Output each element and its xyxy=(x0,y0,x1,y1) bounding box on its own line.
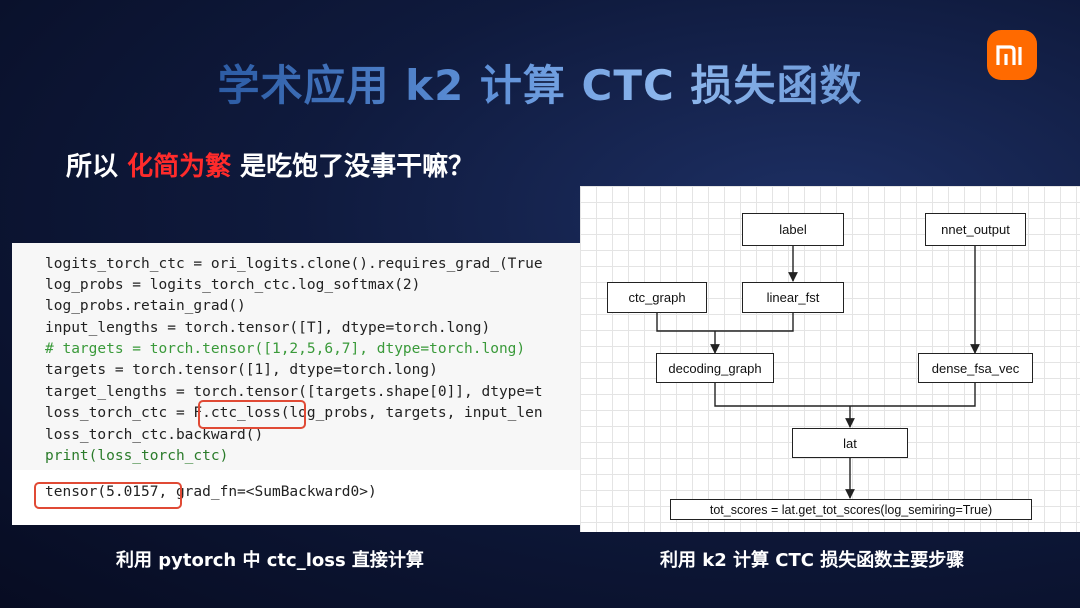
node-ctc-graph: ctc_graph xyxy=(607,282,707,313)
edge-ctc-linear-join xyxy=(656,313,794,332)
code-line: print(loss_torch_ctc) xyxy=(45,448,229,464)
node-tot-scores: tot_scores = lat.get_tot_scores(log_semi… xyxy=(670,499,1032,520)
caption-left: 利用 pytorch 中 ctc_loss 直接计算 xyxy=(116,550,424,571)
edge-decoding-dense-join xyxy=(714,383,976,407)
tensor-value-highlight-box xyxy=(34,482,182,509)
slide-title: 学术应用 k2 计算 CTC 损失函数 xyxy=(0,52,1080,113)
code-cell: logits_torch_ctc = ori_logits.clone().re… xyxy=(12,243,580,470)
slide-subtitle: 所以 化简为繁 是吃饱了没事干嘛？ xyxy=(66,146,474,183)
node-linear-fst: linear_fst xyxy=(742,282,844,313)
caption-right: 利用 k2 计算 CTC 损失函数主要步骤 xyxy=(660,550,965,571)
node-decoding-graph: decoding_graph xyxy=(656,353,774,383)
code-line: log_probs.retain_grad() xyxy=(45,298,246,314)
node-lat: lat xyxy=(792,428,908,458)
code-line: input_lengths = torch.tensor([T], dtype=… xyxy=(45,320,491,336)
code-line: log_probs = logits_torch_ctc.log_softmax… xyxy=(45,277,421,293)
code-line: targets = torch.tensor([1], dtype=torch.… xyxy=(45,362,438,378)
subtitle-prefix: 所以 xyxy=(66,152,128,182)
node-label: label xyxy=(742,213,844,246)
code-line: loss_torch_ctc = F.ctc_loss(log_probs, t… xyxy=(45,405,543,421)
code-line: logits_torch_ctc = ori_logits.clone().re… xyxy=(45,256,543,272)
code-line: loss_torch_ctc.backward() xyxy=(45,427,264,443)
subtitle-suffix: 是吃饱了没事干嘛？ xyxy=(231,152,475,182)
mi-logo-icon xyxy=(996,45,1022,65)
subtitle-highlight: 化简为繁 xyxy=(127,152,232,182)
node-nnet-output: nnet_output xyxy=(925,213,1026,246)
node-dense-fsa-vec: dense_fsa_vec xyxy=(918,353,1033,383)
mi-logo xyxy=(987,30,1037,80)
code-panel: logits_torch_ctc = ori_logits.clone().re… xyxy=(12,243,580,525)
code-comment-line: # targets = torch.tensor([1,2,5,6,7], dt… xyxy=(45,341,526,357)
ctc-loss-highlight-box xyxy=(198,400,306,429)
k2-flow-diagram: label nnet_output ctc_graph linear_fst d… xyxy=(580,186,1080,532)
code-output: tensor(5.0157, grad_fn=<SumBackward0>) xyxy=(45,484,377,500)
code-line: target_lengths = torch.tensor([targets.s… xyxy=(45,384,543,400)
diagram-connectors xyxy=(656,246,980,499)
